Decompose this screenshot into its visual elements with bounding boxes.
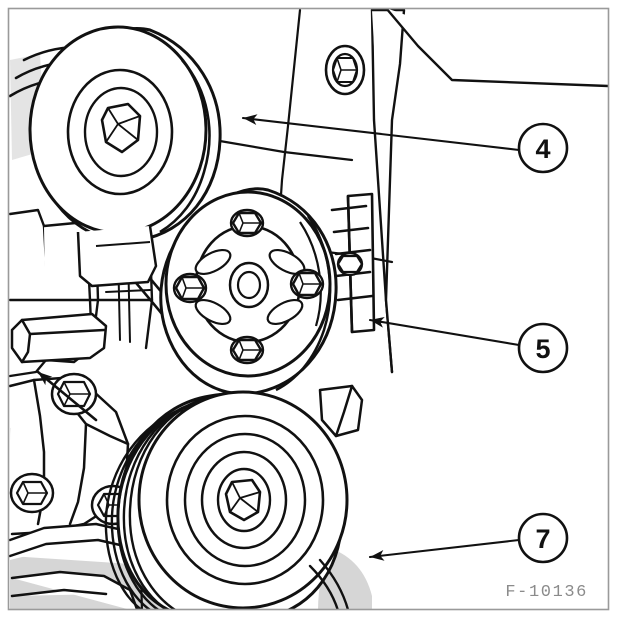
callout-4-circle [517,122,569,174]
hub-bolt-left [172,272,208,304]
block-pointer-arrow [36,370,98,422]
callout-5-circle [517,322,569,374]
leader-line-4 [241,114,521,152]
callout-5[interactable]: 5 [517,322,569,374]
hub-bolt-top [229,208,265,238]
leader-line-5 [368,316,521,347]
idler-pulley [28,25,222,288]
callout-7-label: 7 [535,524,550,554]
pulley-hub-bolts [172,208,325,365]
callout-5-label: 5 [535,334,550,364]
crank-bracket-tab [318,384,364,438]
callout-7-circle [517,512,569,564]
idler-center-bolt [100,102,142,154]
callout-4[interactable]: 4 [517,122,569,174]
mounting-bolt-upper [324,44,366,96]
drawing-content: 4 5 7 F-10136 [8,8,609,610]
figure-code: F-10136 [505,583,588,602]
callout-4-label: 4 [535,134,550,164]
rail-bolt [336,251,364,277]
crank-center-bolt [224,478,262,522]
power-steering-pump-pulley [159,187,338,396]
pulley-rib-grooves [104,394,216,610]
callout-leaders [241,114,521,561]
bracket-flange [10,312,108,364]
figure-frame [7,7,610,611]
leader-line-7 [368,538,521,561]
bracket-bolt-b [9,472,55,514]
callout-7[interactable]: 7 [517,512,569,564]
timing-cover-panel [370,8,609,374]
hub-bolt-bottom [229,335,265,365]
bracket-bolt-a [50,372,98,416]
crankshaft-pulley [104,390,349,610]
hub-bolt-right [289,268,325,300]
belt-lower-run [308,558,350,610]
